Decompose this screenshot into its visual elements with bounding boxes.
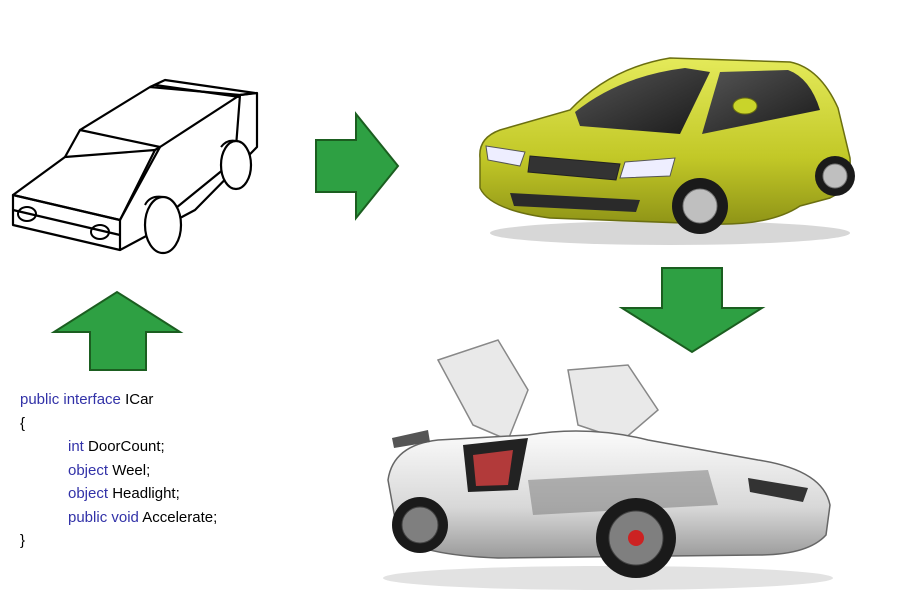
member-type: object xyxy=(68,461,109,479)
member-name: Accelerate; xyxy=(142,508,218,526)
member-type: int xyxy=(68,438,84,455)
code-member-line: int DoorCount; xyxy=(20,435,217,459)
member-type: public void xyxy=(68,508,139,526)
icar-interface-code: public interface ICar { int DoorCount; o… xyxy=(20,388,217,553)
member-name: Headlight; xyxy=(112,485,180,502)
code-open-brace: { xyxy=(20,414,26,432)
up-arrow-icon xyxy=(50,290,184,371)
down-arrow-icon xyxy=(618,267,766,354)
interface-name: ICar xyxy=(125,391,154,408)
code-member-line: object Headlight; xyxy=(20,482,217,506)
code-line-declaration: public interface ICar xyxy=(20,388,217,412)
hatchback-car-image xyxy=(479,57,855,245)
member-name: DoorCount; xyxy=(88,438,165,455)
member-type: object xyxy=(68,485,109,502)
code-member-line: object Weel; xyxy=(20,459,217,483)
member-name: Weel; xyxy=(112,461,151,479)
code-keyword: public interface xyxy=(20,391,121,408)
supercar-image xyxy=(383,339,833,590)
code-member-line: public void Accelerate; xyxy=(20,506,217,530)
sketch-car-drawing xyxy=(11,78,259,255)
code-close-brace: } xyxy=(20,532,26,549)
right-arrow-icon xyxy=(315,111,400,221)
